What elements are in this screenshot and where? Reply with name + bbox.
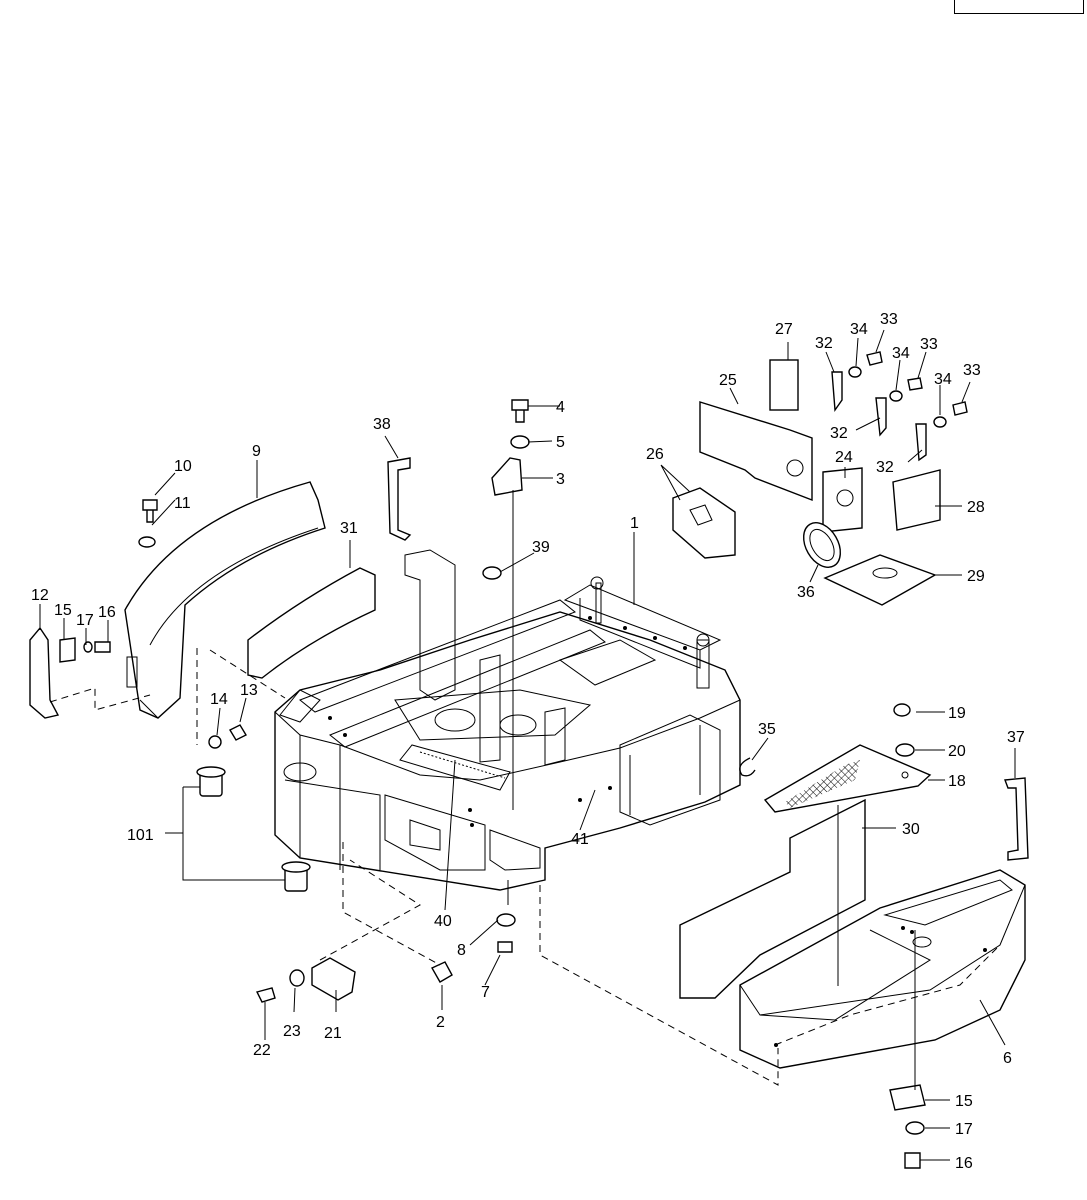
clip-35 <box>739 757 756 777</box>
callout-36: 36 <box>797 584 815 601</box>
callout-3: 3 <box>556 471 565 488</box>
callout-19: 19 <box>948 705 966 722</box>
cover-12 <box>29 626 60 719</box>
callout-34-a: 34 <box>850 321 868 338</box>
callout-15-right: 15 <box>955 1093 973 1110</box>
callout-18: 18 <box>948 773 966 790</box>
callout-33-b: 33 <box>920 336 938 353</box>
foam-pad-25 <box>699 401 813 502</box>
callout-32-a: 32 <box>815 335 833 352</box>
foam-pad-27 <box>769 359 799 411</box>
callout-10: 10 <box>174 458 192 475</box>
fender-9 <box>124 481 326 719</box>
mesh-panel-18 <box>763 744 932 813</box>
callout-1: 1 <box>630 515 639 532</box>
callout-23: 23 <box>283 1023 301 1040</box>
callout-34-c: 34 <box>934 371 952 388</box>
handle-38 <box>387 457 412 541</box>
callout-40: 40 <box>434 913 452 930</box>
foam-pad-26 <box>672 487 736 559</box>
callout-17-left: 17 <box>76 612 94 629</box>
callout-4: 4 <box>556 399 565 416</box>
callout-25: 25 <box>719 372 737 389</box>
callout-101: 101 <box>127 827 154 844</box>
callout-17-right: 17 <box>955 1121 973 1138</box>
callout-35: 35 <box>758 721 776 738</box>
page-reference-box <box>954 0 1084 14</box>
grille-21 <box>311 957 356 1001</box>
callout-30: 30 <box>902 821 920 838</box>
callout-16-right: 16 <box>955 1155 973 1172</box>
callout-37: 37 <box>1007 729 1025 746</box>
foam-pad-31 <box>247 567 376 679</box>
callout-14: 14 <box>210 691 228 708</box>
main-frame <box>274 549 741 891</box>
callout-41: 41 <box>571 831 589 848</box>
foam-pad-28 <box>892 469 941 531</box>
callout-21: 21 <box>324 1025 342 1042</box>
callout-9: 9 <box>252 443 261 460</box>
callout-33-c: 33 <box>963 362 981 379</box>
foam-pad-24 <box>822 467 863 533</box>
leader-lines <box>39 329 1016 1161</box>
callout-11: 11 <box>174 495 191 512</box>
callout-32-b: 32 <box>830 425 848 442</box>
handle-37 <box>1004 777 1029 861</box>
callout-16-left: 16 <box>98 604 116 621</box>
callout-8: 8 <box>457 942 466 959</box>
bolt-grommet-39 <box>482 566 502 580</box>
bushing-101 <box>196 766 311 892</box>
foam-pad-30 <box>679 798 866 999</box>
callout-26: 26 <box>646 446 664 463</box>
callout-2: 2 <box>436 1014 445 1031</box>
callout-15-left: 15 <box>54 602 72 619</box>
callout-labels: 1 2 3 4 5 6 7 8 9 10 11 12 13 14 15 15 1… <box>31 311 1025 1172</box>
callout-38: 38 <box>373 416 391 433</box>
callout-6: 6 <box>1003 1050 1012 1067</box>
clip-32 <box>831 371 927 462</box>
callout-5: 5 <box>556 434 565 451</box>
bracket-3 <box>491 457 523 496</box>
callout-31: 31 <box>340 520 358 537</box>
callout-20: 20 <box>948 743 966 760</box>
callout-34-b: 34 <box>892 345 910 362</box>
callout-33-a: 33 <box>880 311 898 328</box>
callout-39: 39 <box>532 539 550 556</box>
hardware <box>59 351 968 1169</box>
callout-32-c: 32 <box>876 459 894 476</box>
foam-pad-29 <box>823 554 937 606</box>
counterweight <box>739 869 1026 1069</box>
callout-27: 27 <box>775 321 793 338</box>
callout-7: 7 <box>481 984 490 1001</box>
callout-24: 24 <box>835 449 853 466</box>
grommet-36 <box>802 522 842 568</box>
callout-28: 28 <box>967 499 985 516</box>
callout-12: 12 <box>31 587 49 604</box>
callout-29: 29 <box>967 568 985 585</box>
callout-13: 13 <box>240 682 258 699</box>
callout-22: 22 <box>253 1042 271 1059</box>
